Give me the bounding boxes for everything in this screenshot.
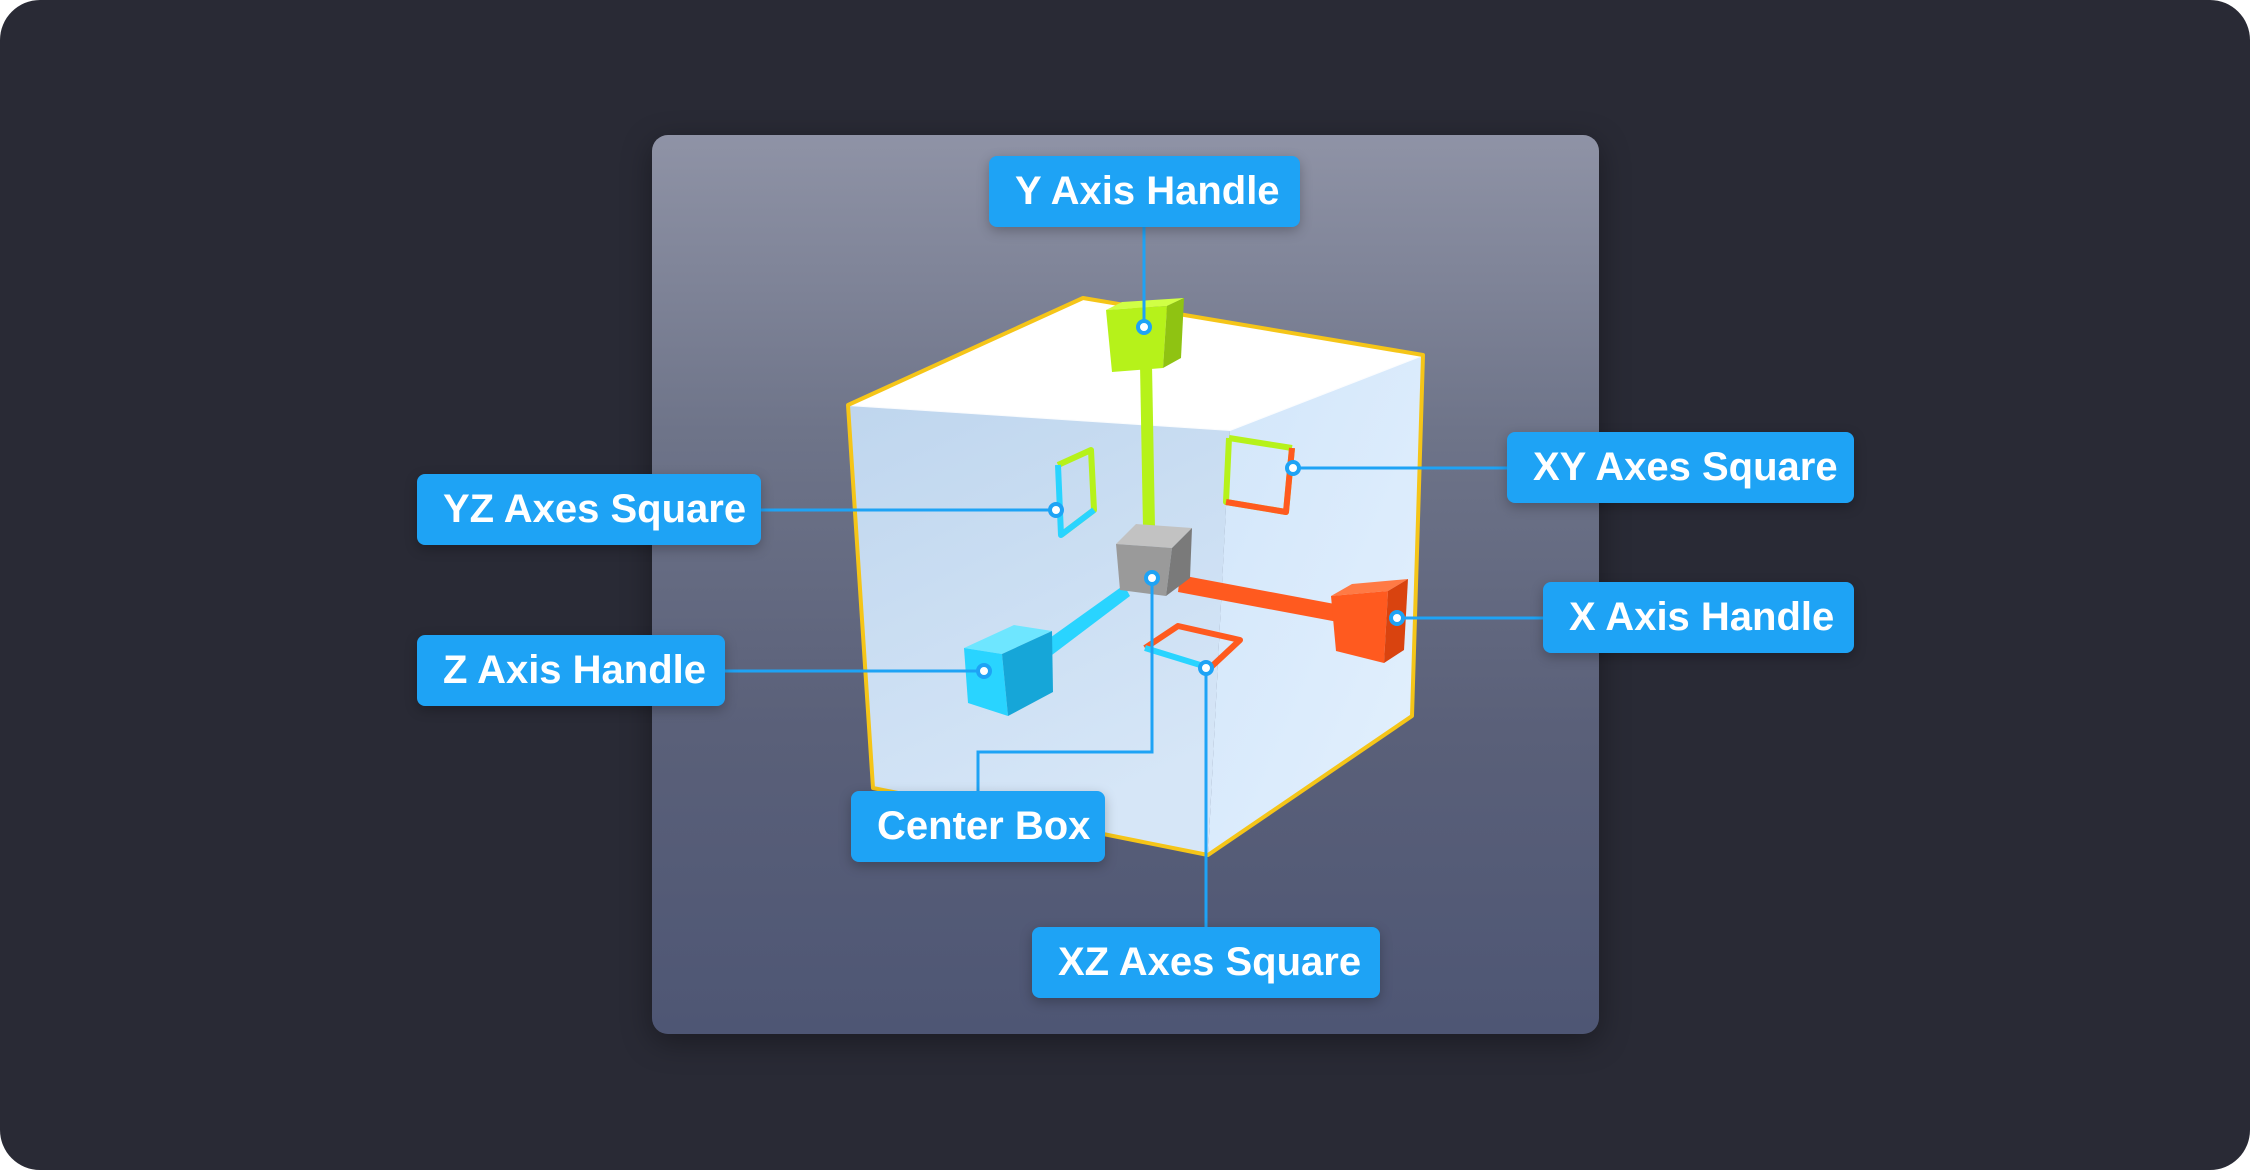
connector-center-box bbox=[976, 578, 1154, 791]
y-axis-shaft bbox=[1140, 365, 1155, 528]
anchor-dot-x-axis-handle bbox=[1389, 610, 1405, 626]
label-y-axis-handle: Y Axis Handle bbox=[989, 156, 1300, 227]
label-z-axis-handle: Z Axis Handle bbox=[417, 635, 725, 706]
z-axis-shaft bbox=[1040, 585, 1130, 658]
anchor-dot-xz-axes-square bbox=[1198, 660, 1214, 676]
z-axis-handle[interactable] bbox=[964, 625, 1053, 716]
label-yz-axes-square: YZ Axes Square bbox=[417, 474, 761, 545]
label-xy-axes-square: XY Axes Square bbox=[1507, 432, 1854, 503]
cube-outline bbox=[846, 296, 1425, 857]
cube-inner-edge bbox=[847, 354, 1424, 432]
label-center-box: Center Box bbox=[851, 791, 1105, 862]
anchor-dot-center-box bbox=[1144, 570, 1160, 586]
anchor-dot-xy-axes-square bbox=[1285, 460, 1301, 476]
label-xz-axes-square: XZ Axes Square bbox=[1032, 927, 1380, 998]
anchor-dot-yz-axes-square bbox=[1048, 502, 1064, 518]
label-x-axis-handle: X Axis Handle bbox=[1543, 582, 1854, 653]
anchor-dot-z-axis-handle bbox=[976, 663, 992, 679]
anchor-dot-y-axis-handle bbox=[1136, 319, 1152, 335]
yz-axes-square[interactable] bbox=[1055, 447, 1097, 538]
x-axis-shaft bbox=[1178, 575, 1340, 622]
